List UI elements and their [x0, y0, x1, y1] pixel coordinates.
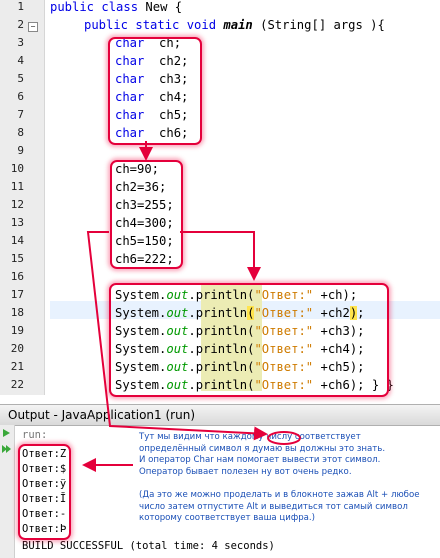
annotation-text-line: Оператор бывает полезен ну вот очень ред… [139, 466, 352, 477]
output-line: Ответ:$ [22, 463, 67, 475]
annotation-text-line: определённый символ я думаю вы должны эт… [139, 443, 386, 454]
matching-brace: ) [349, 306, 358, 320]
code-line-char-decl[interactable]: char ch3; [115, 72, 189, 86]
assignments-box [110, 160, 183, 269]
line-number: 16 [10, 270, 24, 283]
arg-text: ; [357, 306, 365, 320]
line-number: 6 [17, 90, 24, 103]
code-line-char-decl[interactable]: char ch6; [115, 126, 189, 140]
output-toolbar [0, 425, 15, 558]
code-line-class[interactable]: public class New { [50, 0, 183, 14]
rerun-all-icon[interactable] [2, 445, 11, 453]
fold-toggle-icon[interactable]: − [28, 22, 38, 32]
line-number: 4 [17, 54, 24, 67]
output-panel-title: Output - JavaApplication1 (run) [8, 408, 195, 422]
rerun-icon[interactable] [3, 429, 10, 437]
arg-with-brace: +ch2); [313, 306, 365, 320]
arrow-to-word [86, 231, 268, 441]
output-panel-header[interactable]: Output - JavaApplication1 (run) [0, 404, 440, 426]
code-line-char-decl[interactable]: char ch4; [115, 90, 189, 104]
code-line-println[interactable]: System.out.println("Ответ:" +ch); [115, 288, 358, 302]
annotation-text-line: (Да это же можно проделать и в блокноте … [139, 490, 420, 500]
line-number-gutter: − [0, 0, 45, 395]
line-number: 12 [10, 198, 24, 211]
code-line-println[interactable]: System.out.println("Ответ:" +ch4); [115, 342, 365, 356]
annotation-text-line: которому соответствует ваша цифра.) [139, 513, 316, 524]
annotation-text-line: И оператор Char нам помогает вывести это… [139, 455, 381, 466]
line-number: 17 [10, 288, 24, 301]
line-number: 11 [10, 180, 24, 193]
output-line: Ответ:Þ [22, 523, 67, 535]
arrow-assign-to-println [180, 231, 261, 281]
code-line-println[interactable]: System.out.println("Ответ:" +ch6); } } [115, 378, 394, 392]
code-line-assignment[interactable]: ch3=255; [115, 198, 174, 212]
line-number: 3 [17, 36, 24, 49]
line-number: 8 [17, 126, 24, 139]
code-line-assignment[interactable]: ch5=150; [115, 234, 174, 248]
annotation-text-line: число затем отпустите Alt и выведиться т… [139, 501, 408, 512]
output-line: Ответ:Z [22, 448, 67, 460]
output-run-label: run: [22, 429, 48, 441]
code-line-println[interactable]: System.out.println("Ответ:" +ch3); [115, 324, 365, 338]
output-line: Ответ:ÿ [22, 478, 67, 490]
code-line-main[interactable]: public static void main (String[] args )… [84, 18, 385, 32]
output-values-box [18, 444, 71, 540]
code-line-char-decl[interactable]: char ch5; [115, 108, 189, 122]
line-number: 18 [10, 306, 24, 319]
output-build-status: BUILD SUCCESSFUL (total time: 4 seconds) [22, 540, 275, 552]
code-line-assignment[interactable]: ch6=222; [115, 252, 174, 266]
code-line-char-decl[interactable]: char ch2; [115, 54, 189, 68]
output-line: Ответ:Ĭ [22, 493, 67, 505]
code-line-assignment[interactable]: ch=90; [115, 162, 160, 176]
code-line-println[interactable]: System.out.println("Ответ:" +ch5); [115, 360, 365, 374]
line-number: 22 [10, 378, 24, 391]
line-number: 9 [17, 144, 24, 157]
line-number: 14 [10, 234, 24, 247]
output-line: Ответ:- [22, 508, 67, 520]
line-number: 10 [10, 162, 24, 175]
line-number: 1 [17, 0, 24, 13]
line-number: 21 [10, 360, 24, 373]
code-line-assignment[interactable]: ch2=36; [115, 180, 167, 194]
println-box [109, 283, 389, 397]
annotation-text-line: Тут мы видим что каждому числу соответст… [139, 432, 361, 442]
line-number: 13 [10, 216, 24, 229]
code-line-char-decl[interactable]: char ch; [115, 36, 182, 50]
line-number: 7 [17, 108, 24, 121]
line-number: 15 [10, 252, 24, 265]
matching-paren-highlight [201, 283, 262, 391]
arg-text: +ch2 [313, 306, 350, 320]
code-line-assignment[interactable]: ch4=300; [115, 216, 174, 230]
word-circle [267, 431, 301, 445]
code-line-println[interactable]: System.out.println("Ответ:" +ch2); [115, 306, 365, 320]
line-number: 20 [10, 342, 24, 355]
char-declarations-box [108, 37, 202, 145]
line-number: 5 [17, 72, 24, 85]
line-number: 19 [10, 324, 24, 337]
line-number: 2 [17, 18, 24, 31]
